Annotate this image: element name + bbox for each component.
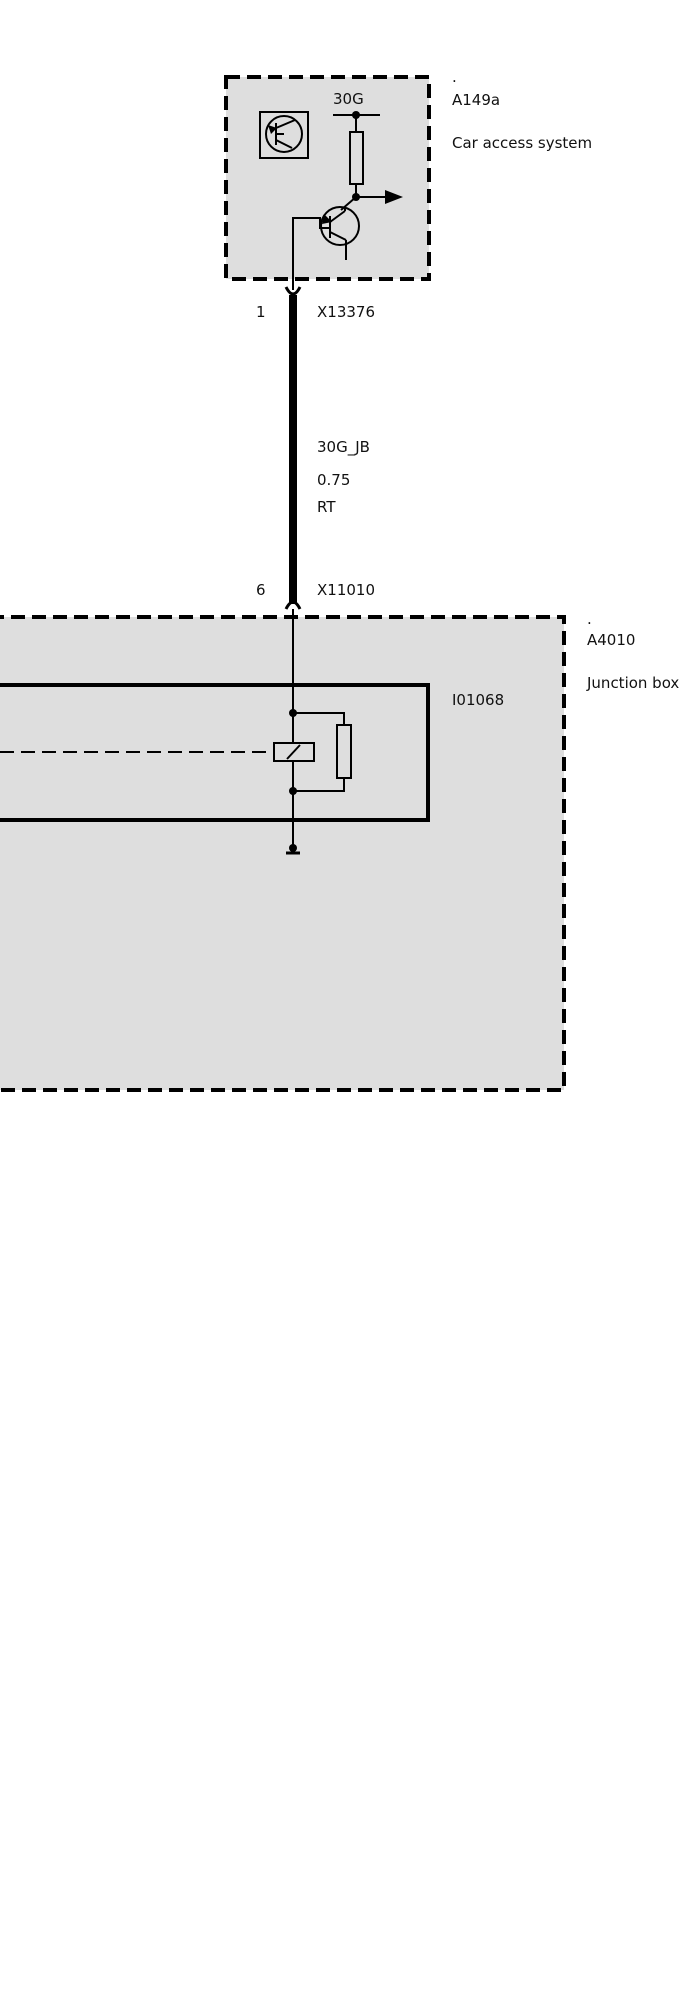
- junction-box-code: A4010: [587, 631, 635, 649]
- supply-resistor-circuit: [333, 111, 403, 211]
- junction-box-module: . A4010 Junction box I01068: [0, 609, 679, 1092]
- connector-x13376: 1 X13376: [256, 286, 375, 321]
- wire-cross-section: 0.75: [317, 471, 350, 489]
- relay-code: I01068: [452, 691, 504, 709]
- connector-x13376-pin: 1: [256, 303, 266, 321]
- wire-30g-jb: 30G_JB 0.75 RT: [289, 295, 370, 604]
- junction-box-marker: .: [587, 610, 592, 628]
- wire-color-code: RT: [317, 498, 336, 516]
- connector-x11010-symbol: [284, 600, 302, 610]
- junction-box-name: Junction box: [586, 674, 679, 692]
- junction-box-box: [0, 615, 566, 1092]
- connector-x11010: 6 X11010: [256, 581, 375, 610]
- supply-label-30g: 30G: [333, 90, 364, 108]
- relay-i01068: I01068: [0, 683, 504, 822]
- output-transistor-icon: [292, 206, 360, 290]
- connector-x13376-symbol: [284, 286, 302, 296]
- connector-x11010-code: X11010: [317, 581, 375, 599]
- relay-box: [0, 683, 430, 822]
- connector-x11010-pin: 6: [256, 581, 266, 599]
- car-access-system-marker: .: [452, 68, 457, 86]
- car-access-system-module: 30G . A149a Car access system: [224, 68, 592, 290]
- transistor-module-icon: [259, 111, 309, 159]
- ground-icon: [286, 844, 300, 855]
- connector-x13376-code: X13376: [317, 303, 375, 321]
- wire-signal-label: 30G_JB: [317, 438, 370, 457]
- car-access-system-code: A149a: [452, 91, 500, 109]
- car-access-system-name: Car access system: [452, 134, 592, 152]
- car-access-system-box: [224, 75, 431, 281]
